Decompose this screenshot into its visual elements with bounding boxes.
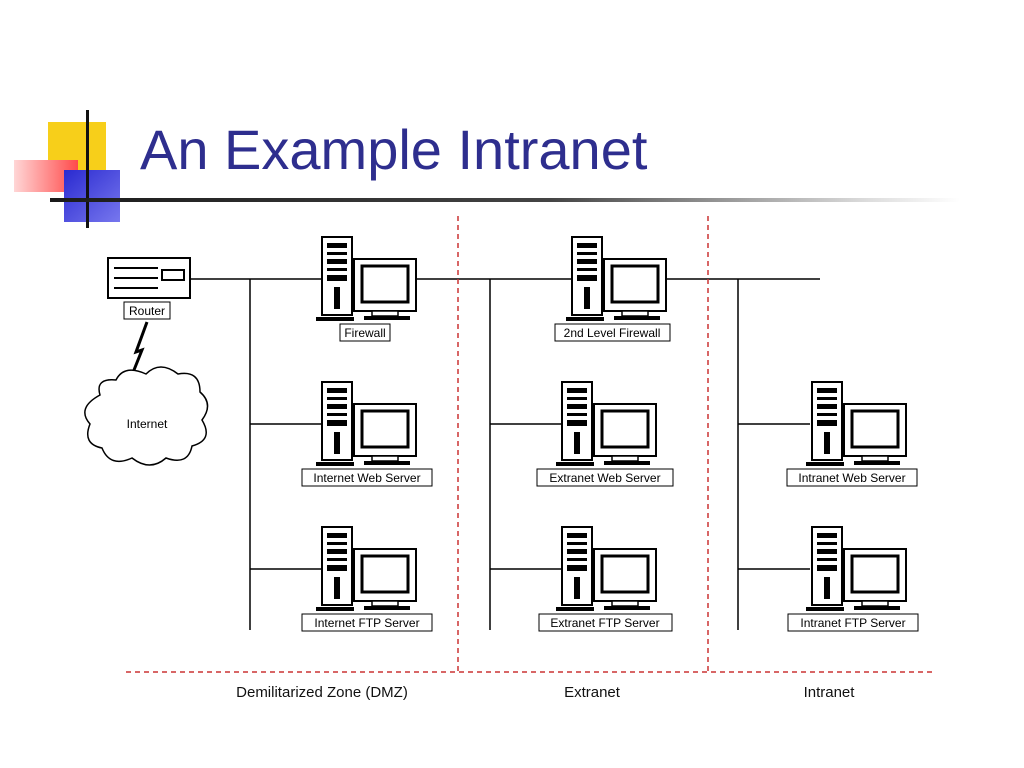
zone-borders: [126, 216, 934, 673]
corner-vertical-line: [86, 110, 89, 228]
corner-blue-square: [64, 170, 120, 222]
extranet-web-server-label: Extranet Web Server: [549, 471, 660, 485]
firewall-computer-icon: [314, 235, 418, 323]
zone-extranet-label: Extranet: [564, 684, 621, 701]
internet-ftp-server-icon: [314, 525, 418, 613]
extranet-ftp-server-icon: [554, 525, 658, 613]
internet-web-server-icon: [314, 380, 418, 468]
router-label: Router: [129, 304, 165, 318]
intranet-web-server-icon: [804, 380, 908, 468]
internet-label: Internet: [127, 417, 168, 431]
internet-web-server-label: Internet Web Server: [313, 471, 420, 485]
extranet-web-server-icon: [554, 380, 658, 468]
intranet-ftp-server-icon: [804, 525, 908, 613]
lightning-bolt-icon: [128, 321, 149, 381]
internet-ftp-server-label: Internet FTP Server: [314, 616, 419, 630]
zone-dmz-label: Demilitarized Zone (DMZ): [236, 684, 408, 701]
router-icon: [107, 257, 191, 299]
second-firewall-label: 2nd Level Firewall: [564, 326, 661, 340]
extranet-ftp-server-label: Extranet FTP Server: [550, 616, 659, 630]
firewall-label: Firewall: [344, 326, 385, 340]
second-firewall-computer-icon: [564, 235, 668, 323]
zone-intranet-label: Intranet: [804, 684, 856, 701]
internet-cloud-icon: [84, 366, 209, 466]
title-underline: [50, 198, 960, 202]
intranet-ftp-server-label: Intranet FTP Server: [800, 616, 905, 630]
network-links: [190, 278, 820, 630]
intranet-web-server-label: Intranet Web Server: [798, 471, 905, 485]
slide-title: An Example Intranet: [140, 118, 648, 181]
